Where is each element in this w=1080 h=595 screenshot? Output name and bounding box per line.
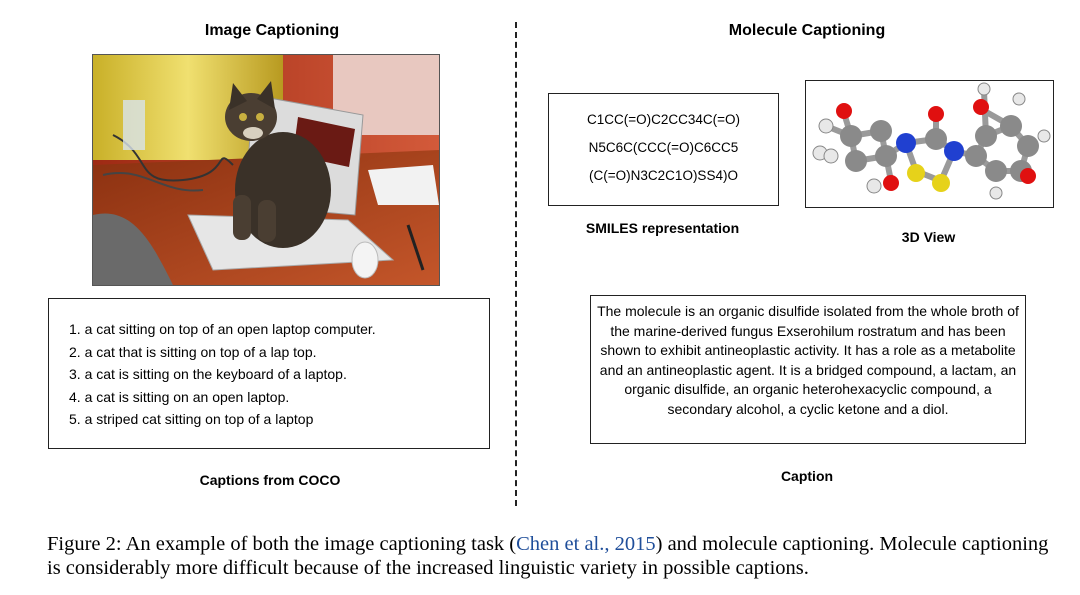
molecule-ball-and-stick-icon	[812, 82, 1051, 200]
caption-list: 1. a cat sitting on top of an open lapto…	[69, 318, 376, 431]
smiles-box: C1CC(=O)C2CC34C(=O) N5C6C(CCC(=O)C6CC5 (…	[548, 93, 779, 206]
figure-caption-suffix: ) and molecule captioning. Molecule capt…	[47, 533, 1049, 579]
caption-label: Caption	[780, 468, 834, 484]
figure-caption: Figure 2: An example of both the image c…	[47, 532, 1057, 580]
smiles-line: (C(=O)N3C2C1O)SS4)O	[589, 168, 738, 183]
smiles-line: C1CC(=O)C2CC34C(=O)	[586, 112, 741, 127]
figure-caption-prefix: Figure 2: An example of both the image c…	[47, 533, 517, 555]
molecule-captioning-heading: Molecule Captioning	[728, 22, 886, 39]
3d-view-label: 3D View	[901, 229, 956, 245]
list-item: 2. a cat that is sitting on top of a lap…	[69, 343, 317, 360]
captions-from-coco-label: Captions from COCO	[199, 472, 341, 488]
coco-captions-box: 1. a cat sitting on top of an open lapto…	[48, 298, 490, 449]
image-captioning-heading: Image Captioning	[204, 22, 340, 39]
list-item: 4. a cat is sitting on an open laptop.	[69, 388, 290, 405]
list-item: 5. a striped cat sitting on top of a lap…	[69, 411, 314, 427]
smiles-line: N5C6C(CCC(=O)C6CC5	[588, 140, 739, 155]
column-divider	[515, 22, 517, 506]
citation-link-author[interactable]: Chen et al.,	[516, 533, 610, 555]
smiles-representation-label: SMILES representation	[585, 220, 740, 236]
citation-link-year[interactable]: 2015	[614, 533, 656, 555]
list-item: 1. a cat sitting on top of an open lapto…	[69, 321, 376, 337]
molecule-caption-text: The molecule is an organic disulfide iso…	[597, 303, 1019, 417]
list-item: 3. a cat is sitting on the keyboard of a…	[69, 366, 347, 382]
molecule-caption-box: The molecule is an organic disulfide iso…	[590, 295, 1026, 444]
cat-on-laptop-photo	[92, 54, 440, 286]
molecule-3d-view	[805, 80, 1054, 208]
